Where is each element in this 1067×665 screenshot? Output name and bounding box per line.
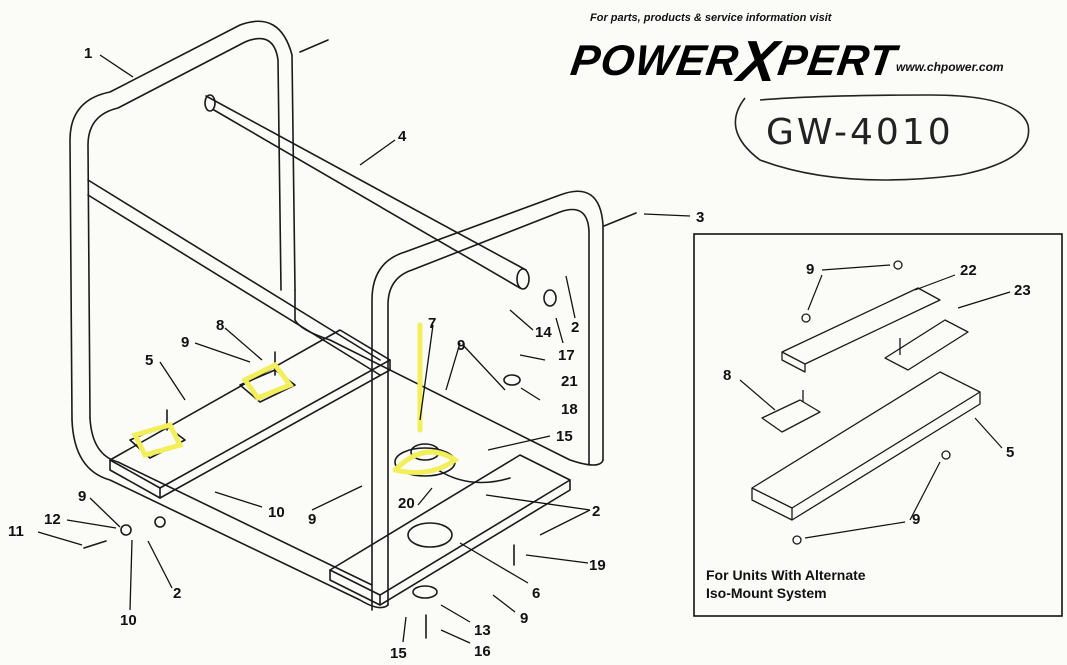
inset-callout-22: 22 [960, 262, 977, 279]
callout-1: 1 [84, 45, 92, 62]
inset-nut-right [941, 450, 951, 460]
inset-mount-23 [884, 319, 969, 371]
callout-14: 14 [535, 324, 552, 341]
inset-callout-23: 23 [1014, 282, 1031, 299]
inset-mount-8 [761, 390, 821, 433]
nut-2 [543, 289, 557, 307]
leader-arrows [37, 54, 691, 644]
callout-10-center: 10 [268, 504, 285, 521]
callout-16: 16 [474, 643, 491, 660]
bolt-top-rear [299, 39, 329, 53]
callout-9-center: 9 [457, 337, 465, 354]
callout-15-top: 15 [556, 428, 573, 445]
callout-9-lower: 9 [520, 610, 528, 627]
callout-7: 7 [428, 315, 436, 332]
cross-bar [204, 94, 530, 290]
inset-caption-line2: Iso-Mount System [706, 585, 827, 601]
washer-13 [412, 585, 438, 599]
callout-9-far-left: 9 [78, 488, 86, 505]
rear-frame-loop [69, 20, 296, 421]
callout-2-bottom-right: 2 [592, 503, 600, 520]
callout-6: 6 [532, 585, 540, 602]
inset-rail-22 [781, 287, 941, 373]
inset-callout-5: 5 [1006, 444, 1014, 461]
callout-21: 21 [561, 373, 578, 390]
model-label: GW-4010 [766, 112, 954, 153]
mounting-rail-right [329, 454, 571, 606]
callout-13: 13 [474, 622, 491, 639]
inset-caption-line1: For Units With Alternate [706, 567, 866, 583]
bottom-rails [71, 289, 604, 609]
callout-8: 8 [216, 317, 224, 334]
tagline: For parts, products & service informatio… [590, 12, 832, 24]
brand-prefix: POWER [567, 37, 743, 85]
inset-nut-top [893, 260, 903, 270]
front-frame-loop [371, 190, 604, 611]
callout-11: 11 [8, 523, 24, 540]
inset-nut-left [801, 313, 811, 323]
inset-caption: For Units With Alternate Iso-Mount Syste… [706, 566, 866, 602]
bolt-3 [603, 212, 637, 227]
callout-labels: 1 4 3 8 9 5 7 14 2 17 21 18 9 15 20 10 9… [8, 45, 704, 662]
callout-9-left: 9 [181, 334, 189, 351]
inset-callout-8: 8 [723, 367, 731, 384]
inset-leaders [739, 264, 1011, 539]
brand-logo: POWERXPERT [567, 22, 901, 94]
website-text: www.chpower.com [896, 60, 1004, 74]
callout-20: 20 [398, 495, 415, 512]
inset-rail-5 [751, 371, 981, 521]
callout-3: 3 [696, 209, 704, 226]
nut-18 [503, 374, 521, 386]
bolt-11 [83, 540, 107, 549]
side-bar [87, 179, 381, 376]
callout-9-bottom: 9 [308, 511, 316, 528]
callout-18: 18 [561, 401, 578, 418]
inset-nut-bottom [792, 535, 802, 545]
callout-5: 5 [145, 352, 153, 369]
nut-9-bottom [154, 516, 166, 528]
inset-callout-9-top: 9 [806, 261, 814, 278]
model-oval [734, 94, 1030, 181]
brand-suffix: PERT [774, 37, 900, 85]
callout-10-bottom: 10 [120, 612, 137, 629]
nut-12 [120, 524, 132, 536]
highlight-marks [131, 322, 460, 475]
callout-17: 17 [558, 347, 575, 364]
callout-4: 4 [398, 128, 407, 145]
inset-panel: 9 22 23 8 5 9 [693, 233, 1063, 617]
callout-12: 12 [44, 511, 61, 528]
callout-2-top: 2 [571, 319, 579, 336]
callout-19: 19 [589, 557, 606, 574]
inset-callout-9-bottom: 9 [912, 511, 920, 528]
callout-2-bottom-left: 2 [173, 585, 181, 602]
callout-15-bottom: 15 [390, 645, 407, 662]
